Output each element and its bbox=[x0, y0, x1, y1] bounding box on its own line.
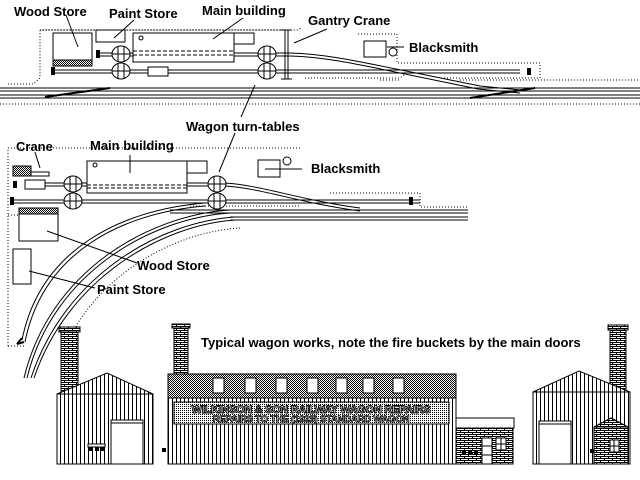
label-gantry-crane: Gantry Crane bbox=[308, 13, 390, 28]
left-shed bbox=[56, 326, 154, 465]
label-paint-store-lower: Paint Store bbox=[97, 282, 166, 297]
label-blacksmith-lower: Blacksmith bbox=[311, 161, 380, 176]
fire-bucket-icon bbox=[162, 448, 166, 452]
buffer-stop-icon bbox=[51, 67, 55, 75]
lower-crane bbox=[12, 165, 32, 177]
fire-buckets-icon bbox=[462, 450, 478, 454]
turntable-icon bbox=[207, 175, 227, 193]
main-building-chimney-icon bbox=[138, 35, 144, 41]
chimney bbox=[173, 323, 189, 377]
top-plan: Wood Store Paint Store Main building Gan… bbox=[0, 3, 640, 105]
elevation-caption: Typical wagon works, note the fire bucke… bbox=[201, 335, 581, 350]
forge-chimney-icon bbox=[388, 47, 398, 57]
label-crane: Crane bbox=[16, 139, 53, 154]
label-blacksmith: Blacksmith bbox=[409, 40, 478, 55]
lower-turntables bbox=[63, 175, 227, 210]
main-building-annex bbox=[233, 32, 255, 45]
top-site-boundary bbox=[8, 28, 406, 85]
arrow-icon bbox=[16, 337, 25, 345]
turntable-icon bbox=[111, 45, 131, 63]
label-main-building-lower: Main building bbox=[90, 138, 174, 153]
lower-paint-store bbox=[12, 248, 32, 285]
fire-buckets-icon bbox=[89, 447, 105, 451]
fire-bucket-icon bbox=[590, 449, 594, 453]
right-shed bbox=[532, 324, 631, 465]
elevation: Typical wagon works, note the fire bucke… bbox=[56, 323, 631, 465]
top-blacksmith bbox=[363, 40, 387, 58]
company-sign bbox=[173, 401, 450, 425]
main-door bbox=[538, 420, 572, 465]
brick-office bbox=[455, 417, 515, 465]
turntable-icon bbox=[63, 175, 83, 193]
label-wood-store: Wood Store bbox=[14, 4, 87, 19]
buffer-stop-icon bbox=[96, 50, 100, 58]
wood-store-roof-hatch bbox=[52, 59, 93, 67]
turntable-icon bbox=[63, 192, 83, 210]
label-paint-store: Paint Store bbox=[109, 6, 178, 21]
main-door bbox=[110, 419, 144, 465]
label-main-building: Main building bbox=[202, 3, 286, 18]
top-main-line bbox=[0, 87, 640, 105]
buffer-stop-icon bbox=[10, 197, 14, 205]
main-works-building: WILKINSON & SON RAILWAY WAGON REPAIRS RE… bbox=[162, 323, 457, 465]
top-main-building bbox=[132, 32, 235, 63]
turntable-icon bbox=[207, 192, 227, 210]
turntable-icon bbox=[111, 62, 131, 80]
label-wagon-turntables: Wagon turn-tables bbox=[186, 119, 300, 134]
buffer-stop-icon bbox=[13, 181, 17, 188]
chimney bbox=[60, 326, 79, 393]
buffer-stop-icon bbox=[527, 68, 531, 75]
top-turntables bbox=[111, 45, 277, 80]
top-paint-store bbox=[95, 29, 126, 43]
wagon-icon bbox=[24, 179, 46, 190]
lower-plan: Crane Main building Blacksmith Wood Stor… bbox=[7, 138, 468, 379]
buffer-stop-icon bbox=[409, 197, 413, 205]
turntable-icon bbox=[257, 62, 277, 80]
chimney bbox=[609, 324, 627, 394]
office-door bbox=[481, 437, 493, 465]
label-wood-store-lower: Wood Store bbox=[137, 258, 210, 273]
wagon-icon bbox=[147, 66, 169, 77]
lower-site-boundary bbox=[7, 147, 300, 346]
gantry-crane-icon bbox=[281, 29, 292, 80]
sign-line-1: WILKINSON & SON RAILWAY WAGON REPAIRS bbox=[192, 404, 431, 416]
sign-line-2: REPAIRS TO THE (1923) STANDARD WAGON bbox=[213, 414, 410, 425]
curved-tracks bbox=[21, 202, 468, 379]
turntable-icon bbox=[257, 45, 277, 63]
